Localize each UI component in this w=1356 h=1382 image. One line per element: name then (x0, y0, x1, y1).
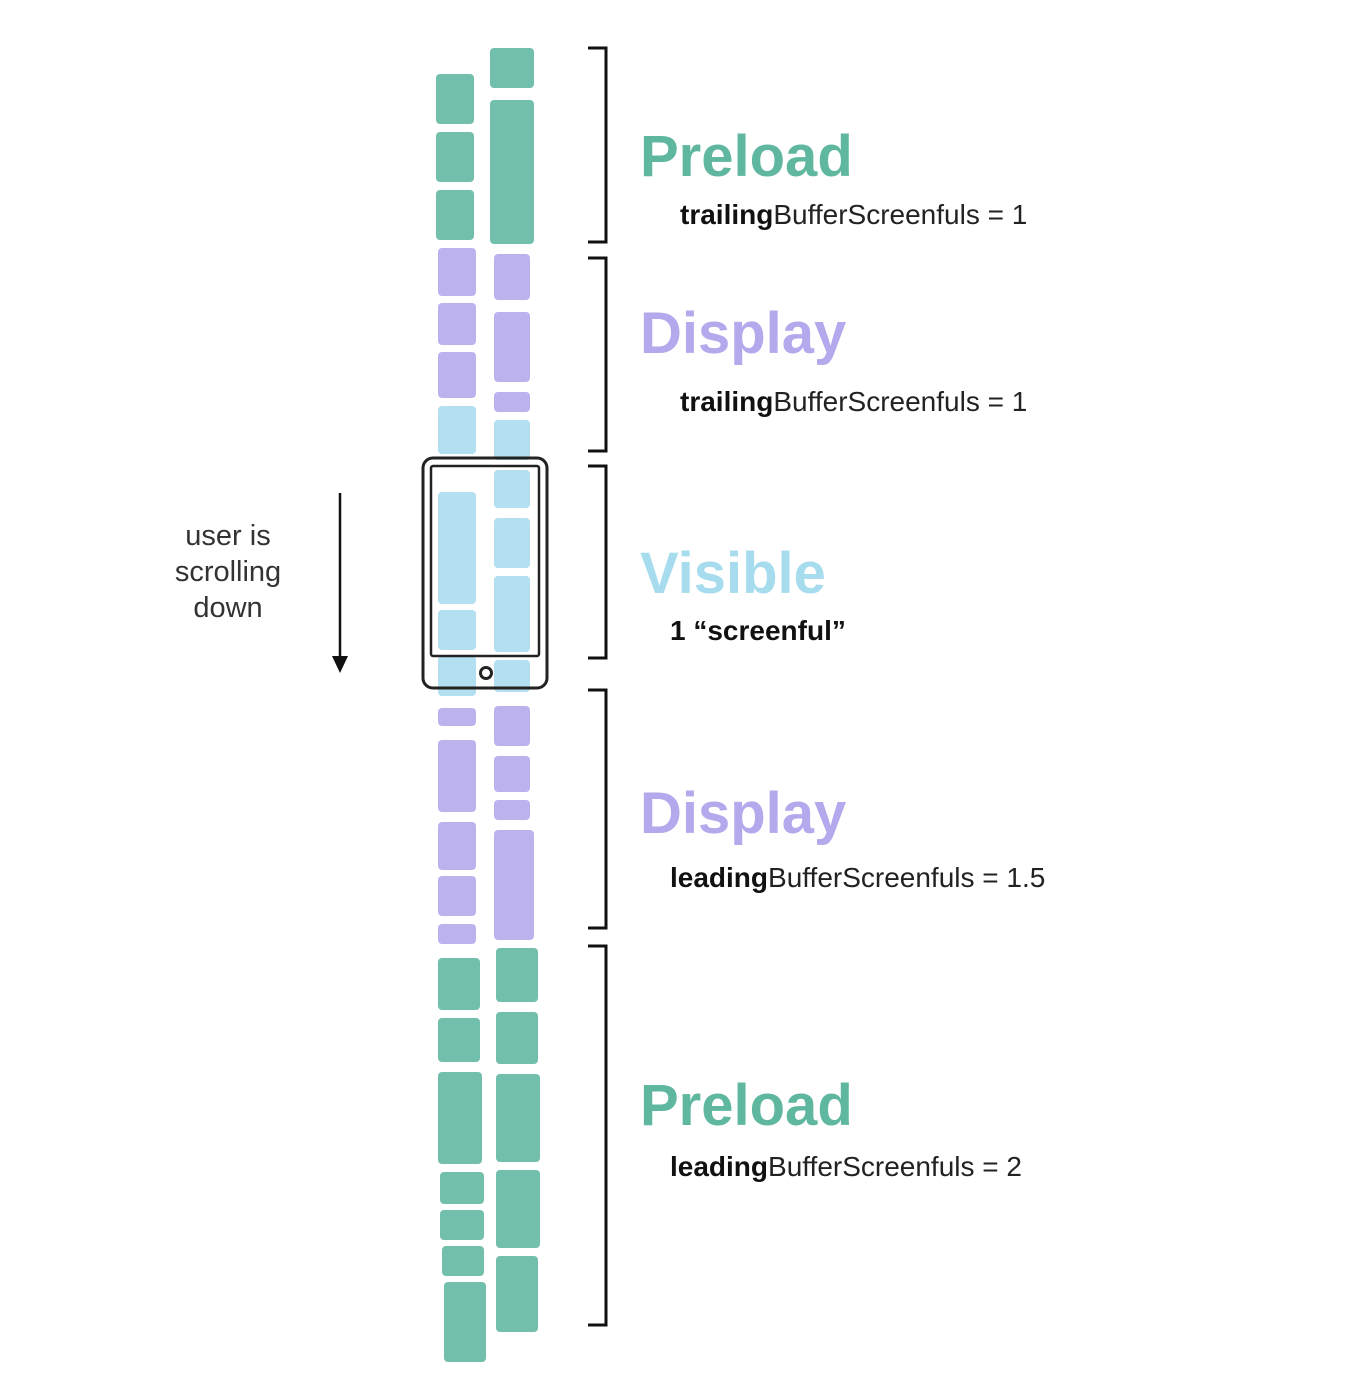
display-bottom-sub-bold: leading (670, 862, 769, 893)
display-tile (494, 830, 534, 940)
visible-tile (494, 518, 530, 568)
preload-tile (438, 958, 480, 1010)
display-tile (494, 254, 530, 300)
bracket-visible (588, 464, 608, 660)
display-tile (438, 248, 476, 296)
bracket-preload-top (588, 46, 608, 244)
visible-tile (438, 656, 476, 696)
preload-tile (442, 1246, 484, 1276)
display-tile (438, 303, 476, 345)
scroll-direction-note: user is scrolling down (158, 518, 298, 626)
preload-tile (440, 1210, 484, 1240)
display-top-sub-rest: BufferScreenfuls = 1 (773, 386, 1028, 417)
visible-tile (494, 470, 530, 508)
preload-bottom-subtitle: leadingBufferScreenfuls = 2 (670, 1153, 1022, 1181)
visible-tile (494, 420, 530, 460)
visible-tile (438, 610, 476, 650)
preload-tile (496, 1256, 538, 1332)
display-bottom-subtitle: leadingBufferScreenfuls = 1.5 (670, 864, 1045, 892)
visible-subtitle: 1 “screenful” (670, 617, 846, 645)
preload-tile (436, 74, 474, 124)
range-brackets (588, 46, 608, 1327)
preload-top-sub-rest: BufferScreenfuls = 1 (773, 199, 1028, 230)
visible-tile (494, 576, 530, 652)
preload-tile (496, 948, 538, 1002)
preload-tile (496, 1074, 540, 1162)
preload-top-subtitle: trailingBufferScreenfuls = 1 (680, 201, 1027, 229)
display-tile (438, 822, 476, 870)
preload-top-title: Preload (640, 124, 853, 189)
scroll-note-line-1: user is (185, 520, 271, 552)
preload-tile (444, 1282, 486, 1362)
preload-bottom-sub-rest: BufferScreenfuls = 2 (768, 1151, 1022, 1182)
preload-tile (490, 48, 534, 88)
display-tile (494, 800, 530, 820)
display-tile (494, 756, 530, 792)
preload-tile (490, 100, 534, 244)
phone-icon (421, 456, 549, 690)
bracket-preload-bottom (588, 944, 608, 1327)
bracket-display-bottom (588, 688, 608, 930)
display-top-title: Display (640, 301, 847, 366)
display-tile (438, 876, 476, 916)
preload-tile (496, 1012, 538, 1064)
preload-tile (438, 1018, 480, 1062)
bracket-display-top (588, 256, 608, 453)
preload-tile (496, 1170, 540, 1248)
preload-tile (438, 1072, 482, 1164)
preload-bottom-title: Preload (640, 1073, 853, 1138)
visible-tile (438, 492, 476, 604)
display-top-subtitle: trailingBufferScreenfuls = 1 (680, 388, 1027, 416)
visible-title: Visible (640, 541, 826, 606)
display-tile (438, 708, 476, 726)
content-tiles (436, 48, 540, 1362)
scroll-note-line-2: scrolling (174, 556, 282, 588)
display-tile (438, 352, 476, 398)
preload-bottom-sub-bold: leading (670, 1151, 769, 1182)
down-arrow-icon (332, 493, 348, 673)
display-tile (494, 706, 530, 746)
display-bottom-sub-rest: BufferScreenfuls = 1.5 (768, 862, 1046, 893)
display-tile (494, 312, 530, 382)
visible-sub-bold: 1 “screenful” (670, 615, 846, 646)
preload-top-sub-bold: trailing (680, 199, 774, 230)
display-bottom-title: Display (640, 781, 847, 846)
visible-tile (494, 660, 530, 692)
display-top-sub-bold: trailing (680, 386, 774, 417)
display-tile (494, 392, 530, 412)
visible-tile (438, 406, 476, 454)
display-tile (438, 740, 476, 812)
preload-tile (436, 190, 474, 240)
display-tile (438, 924, 476, 944)
preload-tile (436, 132, 474, 182)
scroll-note-line-3: down (193, 592, 263, 624)
preload-tile (440, 1172, 484, 1204)
